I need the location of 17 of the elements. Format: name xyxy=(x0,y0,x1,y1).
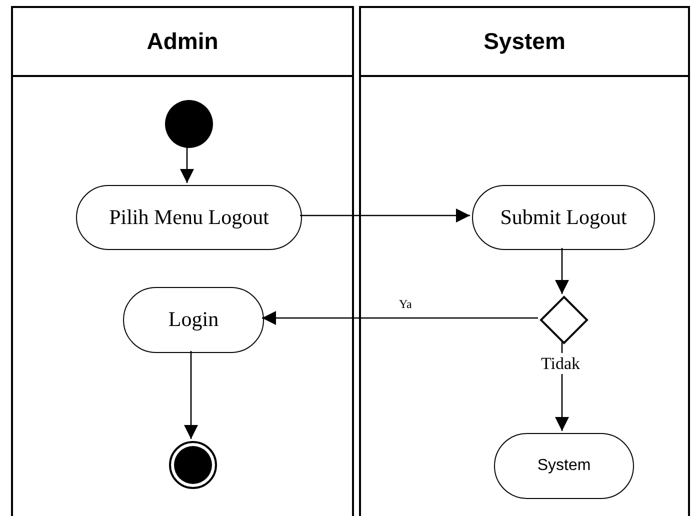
arrow xyxy=(555,248,569,294)
arrow xyxy=(300,208,470,222)
edge-label: Tidak xyxy=(540,353,582,374)
action-text: Pilih Menu Logout xyxy=(109,204,269,231)
swimlane xyxy=(359,6,690,516)
lane-title: Admin xyxy=(146,27,218,56)
arrow xyxy=(184,351,198,439)
action-text: Login xyxy=(168,306,219,334)
action-text: System xyxy=(537,456,591,476)
action-text: Submit Logout xyxy=(500,204,627,231)
arrow xyxy=(262,311,538,325)
swimlane xyxy=(11,6,354,516)
arrow xyxy=(180,146,194,183)
decision-diamond xyxy=(540,296,588,344)
end-node xyxy=(169,441,217,489)
start-node xyxy=(165,100,213,148)
lane-title: System xyxy=(484,27,566,56)
